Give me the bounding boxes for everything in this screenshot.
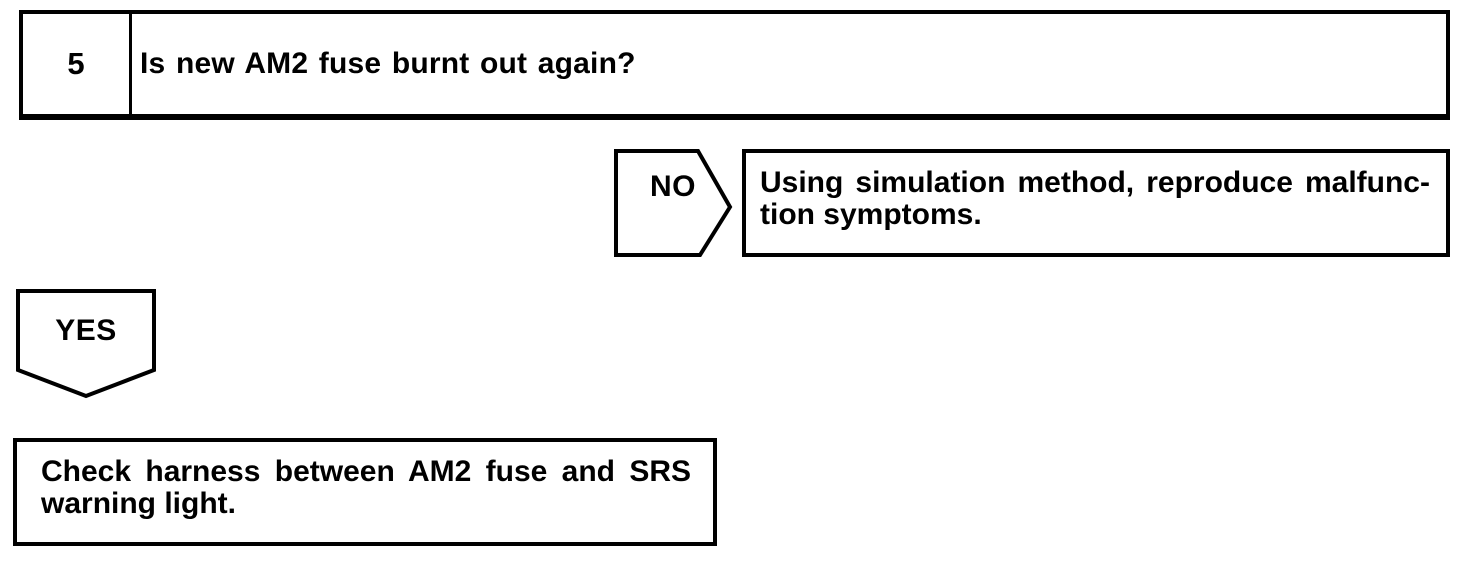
step-box: 5 Is new AM2 fuse burnt out again? [19,10,1450,120]
no-result-line-1: Using simulation method, reproduce malfu… [760,166,1430,199]
no-pentagon-shape [614,149,733,257]
yes-action-box: Check harness between AM2 fuse and SRS w… [13,438,717,546]
no-result-line-2: tion symptoms. [760,198,982,231]
yes-label: YES [55,313,117,347]
step-number: 5 [23,14,132,114]
yes-action-line-2: warning light. [41,487,236,520]
no-connector-icon [614,149,733,257]
no-result-box: Using simulation method, reproduce malfu… [742,149,1450,257]
yes-connector-icon [16,289,156,399]
yes-pentagon-shape [16,289,156,399]
no-label: NO [650,170,696,203]
yes-action-line-1: Check harness between AM2 fuse and SRS [41,455,691,488]
step-question: Is new AM2 fuse burnt out again? [140,47,636,80]
